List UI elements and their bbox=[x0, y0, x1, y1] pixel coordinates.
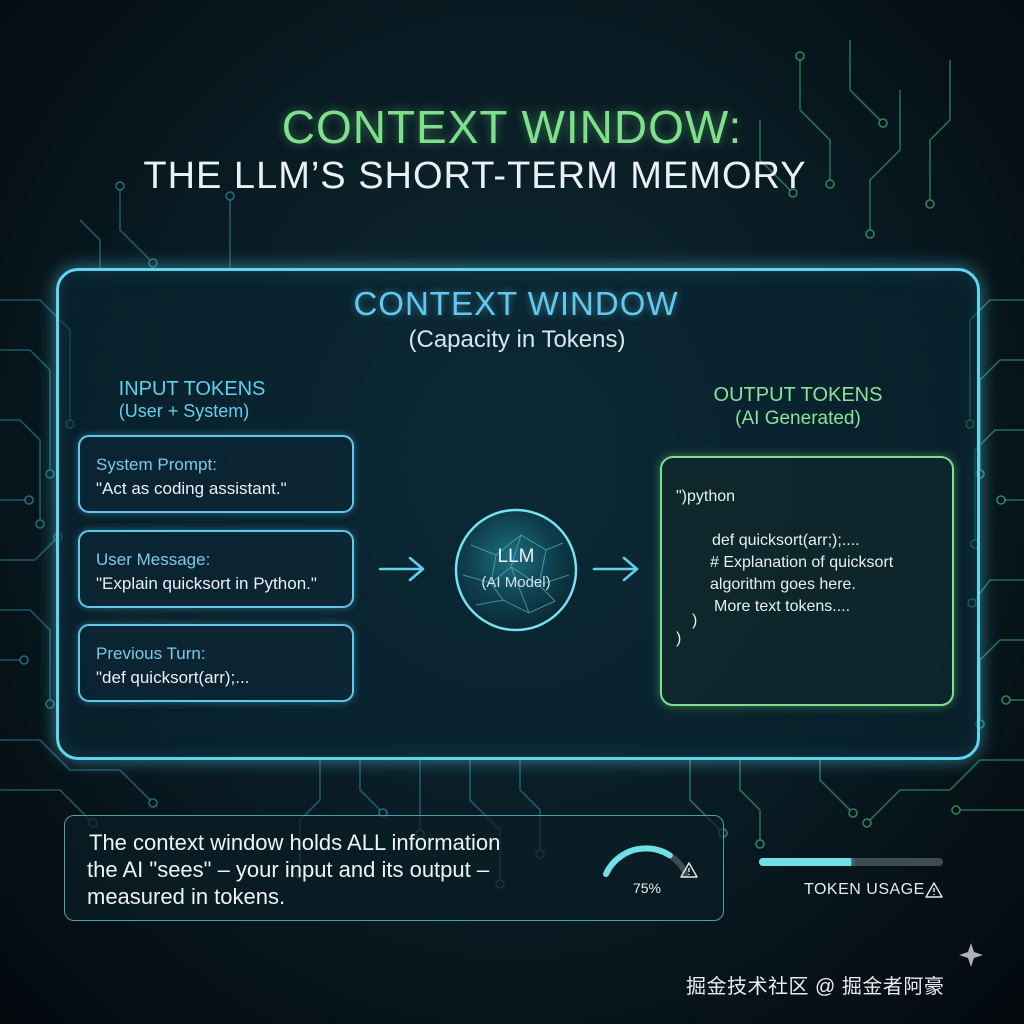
previous-turn-box: Previous Turn: "def quicksort(arr);... bbox=[78, 624, 354, 702]
note-line: measured in tokens. bbox=[87, 884, 286, 909]
llm-sphere-icon bbox=[454, 508, 578, 632]
main-subtitle: THE LLM’S SHORT-TERM MEMORY bbox=[143, 155, 807, 197]
user-message-box: User Message: "Explain quicksort in Pyth… bbox=[78, 530, 354, 608]
system-prompt-label: System Prompt: bbox=[96, 455, 217, 474]
sparkle-icon bbox=[959, 943, 983, 967]
output-line: ")python bbox=[676, 488, 736, 505]
system-prompt-box: System Prompt: "Act as coding assistant.… bbox=[78, 435, 354, 513]
note-line: The context window holds ALL information bbox=[89, 830, 501, 855]
system-prompt-value: "Act as coding assistant." bbox=[96, 479, 287, 498]
input-tokens-subheading: (User + System) bbox=[118, 401, 250, 421]
main-title: CONTEXT WINDOW: bbox=[281, 101, 743, 153]
user-message-label: User Message: bbox=[96, 550, 211, 569]
input-tokens-heading: INPUT TOKENS bbox=[118, 378, 266, 400]
output-line: # Explanation of quicksort bbox=[710, 554, 894, 571]
llm-sublabel: (AI Model) bbox=[481, 574, 551, 591]
context-window-subtitle: (Capacity in Tokens) bbox=[408, 326, 626, 353]
context-window-title: CONTEXT WINDOW bbox=[353, 285, 679, 322]
llm-label: LLM bbox=[497, 546, 535, 567]
token-usage-label: TOKEN USAGE bbox=[804, 881, 925, 898]
previous-turn-label: Previous Turn: bbox=[96, 644, 206, 663]
token-usage-fill bbox=[759, 858, 851, 866]
output-tokens-heading: OUTPUT TOKENS bbox=[713, 384, 883, 406]
output-line: More text tokens.... bbox=[714, 598, 851, 615]
output-line: ) bbox=[692, 612, 698, 629]
explanation-note: The context window holds ALL information… bbox=[64, 815, 724, 921]
warning-icon bbox=[925, 882, 943, 898]
output-line: algorithm goes here. bbox=[710, 576, 856, 593]
user-message-value: "Explain quicksort in Python." bbox=[96, 574, 317, 593]
token-usage-bar bbox=[759, 858, 943, 866]
output-line: ) bbox=[676, 630, 682, 647]
watermark: 掘金技术社区 @ 掘金者阿豪 bbox=[686, 976, 945, 998]
usage-percent: 75% bbox=[632, 880, 662, 896]
previous-turn-value: "def quicksort(arr);... bbox=[96, 668, 250, 687]
usage-gauge bbox=[603, 845, 689, 877]
arrow-right-icon bbox=[378, 556, 425, 582]
warning-icon bbox=[680, 862, 698, 878]
arrow-right-icon bbox=[592, 556, 639, 582]
note-line: the AI "sees" – your input and its outpu… bbox=[87, 857, 490, 882]
output-tokens-subheading: (AI Generated) bbox=[735, 408, 861, 429]
output-code-box: ")python def quicksort(arr;);.... # Expl… bbox=[660, 456, 954, 706]
output-line: def quicksort(arr;);.... bbox=[712, 532, 860, 549]
